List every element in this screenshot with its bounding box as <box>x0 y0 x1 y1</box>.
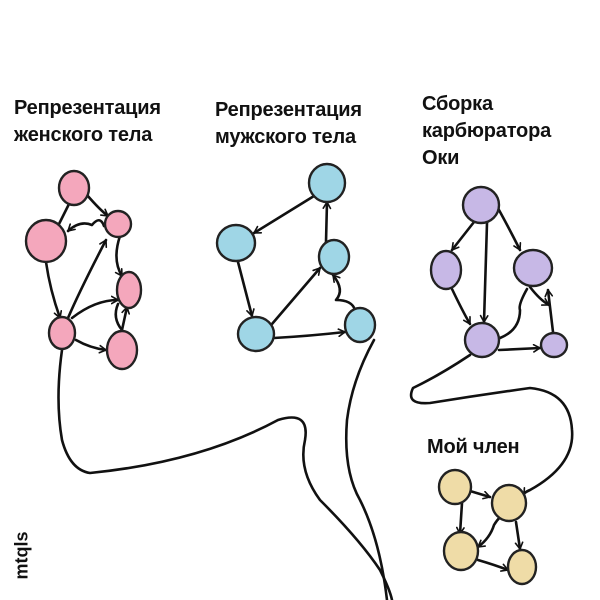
edge-arrow <box>66 218 106 233</box>
label-line: мужского тела <box>215 126 356 148</box>
label-carburetor: Сборка карбюратора Оки <box>422 91 551 172</box>
label-line: Оки <box>422 147 460 169</box>
label-line: женского тела <box>14 124 153 146</box>
edge-arrow <box>270 266 322 326</box>
edge-arrow <box>114 302 124 332</box>
edge-arrow <box>57 348 394 600</box>
edge-arrow <box>497 208 522 252</box>
label-male-body: Репрезентация мужского тела <box>215 97 362 151</box>
member-node <box>490 483 528 523</box>
edge-arrow <box>456 501 465 536</box>
label-line: Мой член <box>427 436 520 458</box>
carburetor-node <box>429 249 463 291</box>
edge-arrow <box>66 238 108 320</box>
edge-arrow <box>476 558 510 572</box>
member-node <box>506 548 538 586</box>
edge-arrow <box>468 489 492 500</box>
female-node <box>57 169 91 207</box>
male-node <box>307 162 347 204</box>
edge-arrow <box>44 260 63 320</box>
edge-arrow <box>272 328 347 340</box>
carburetor-node <box>461 185 501 225</box>
edge-arrow <box>544 288 555 334</box>
male-node <box>215 223 257 263</box>
male-node <box>343 306 377 344</box>
male-node <box>317 238 351 276</box>
edge-arrow <box>74 338 108 354</box>
label-line: Сборка <box>422 93 493 115</box>
label-female-body: Репрезентация женского тела <box>14 95 161 149</box>
edge-arrow <box>498 287 529 340</box>
edge-arrow <box>70 295 120 320</box>
member-node <box>442 530 480 572</box>
edge-arrow <box>514 520 524 551</box>
carburetor-node <box>463 321 501 359</box>
female-node <box>47 315 77 351</box>
edge-arrow <box>528 285 551 307</box>
male-node <box>236 315 276 353</box>
edge-arrow <box>322 200 332 244</box>
label-line: Репрезентация <box>14 97 161 119</box>
member-node <box>437 468 473 506</box>
carburetor-node <box>512 248 554 288</box>
edge-arrow <box>344 338 389 600</box>
female-node <box>105 329 139 371</box>
edge-arrow <box>85 193 110 218</box>
edge-arrow <box>450 287 472 326</box>
carburetor-node <box>539 331 569 359</box>
edge-arrow <box>450 220 476 252</box>
edge-arrow <box>479 221 489 324</box>
label-line: карбюратора <box>422 120 552 142</box>
female-node <box>103 209 133 239</box>
edge-arrow <box>497 343 542 353</box>
edge-arrow <box>331 273 357 312</box>
female-node <box>115 270 143 310</box>
edge-arrow <box>114 234 124 278</box>
edge-arrow <box>409 353 574 497</box>
label-member: Мой член <box>427 434 520 461</box>
female-node <box>24 218 68 264</box>
label-line: Репрезентация <box>215 99 362 121</box>
edge-arrow <box>252 194 316 235</box>
edge-arrow <box>120 305 130 332</box>
edge-arrow <box>236 260 255 318</box>
